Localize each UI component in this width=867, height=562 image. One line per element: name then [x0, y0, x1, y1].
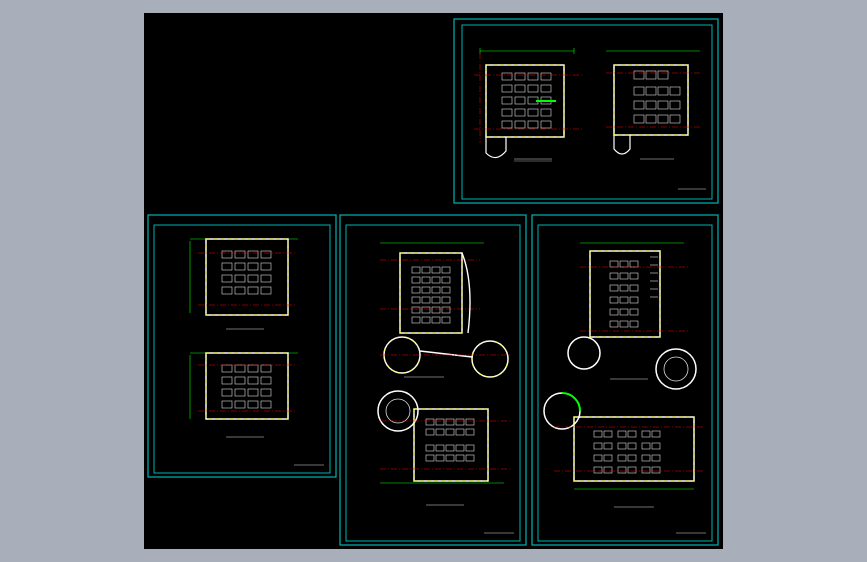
cad-drawing-viewport[interactable]	[144, 13, 723, 549]
classroom-plan-h	[543, 392, 704, 508]
classroom-plan-d	[189, 352, 298, 438]
classroom-plan-e	[380, 242, 510, 378]
sheet-top-right[interactable]	[453, 18, 719, 204]
sheet-right[interactable]	[531, 214, 719, 546]
classroom-plan-c	[189, 238, 298, 330]
classroom-plan-g	[567, 242, 697, 390]
sheet-middle[interactable]	[339, 214, 527, 546]
sheet-left[interactable]	[147, 214, 337, 478]
classroom-plan-b	[606, 50, 700, 160]
classroom-plan-a	[474, 48, 582, 162]
classroom-plan-f	[377, 390, 510, 506]
